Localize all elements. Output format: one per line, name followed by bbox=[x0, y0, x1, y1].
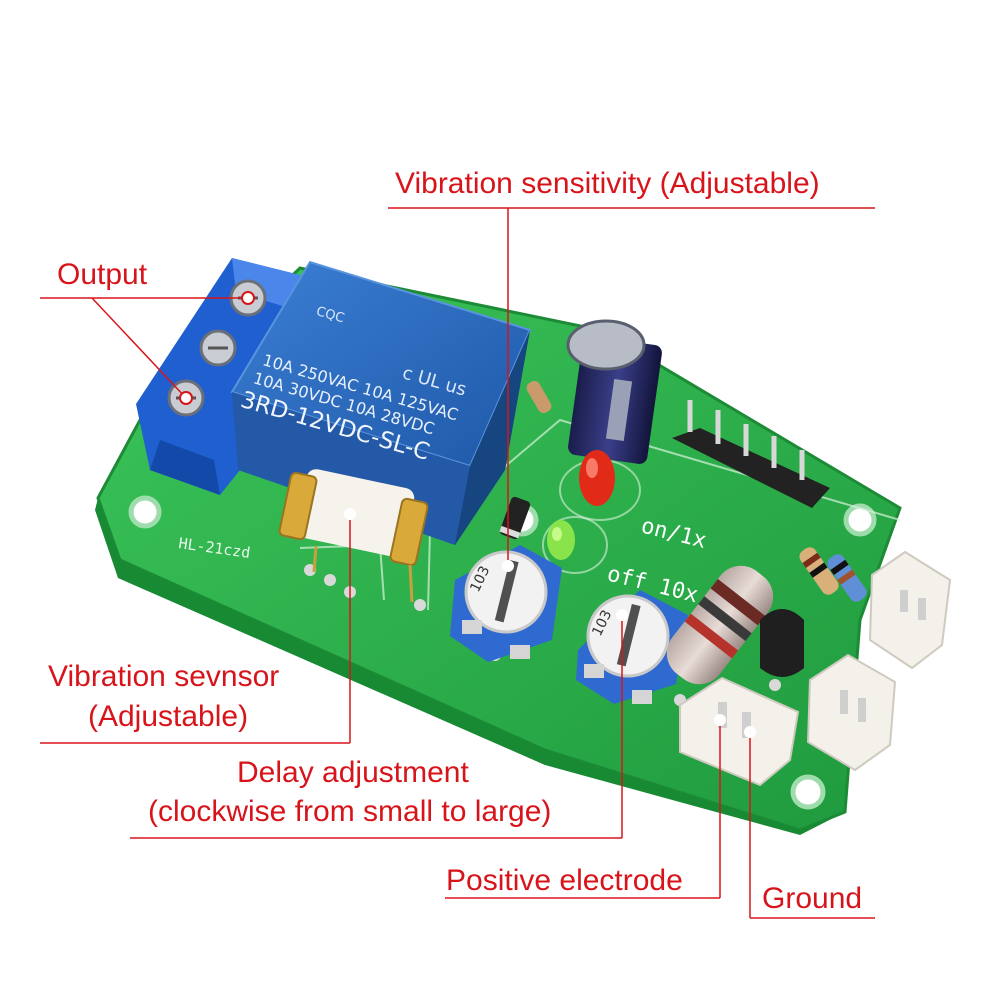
sensitivity-potentiometer: 103 bbox=[450, 545, 562, 662]
label-positive-electrode: Positive electrode bbox=[446, 864, 683, 897]
transistor bbox=[760, 609, 804, 677]
label-delay-line2: (clockwise from small to large) bbox=[148, 795, 552, 828]
pin-header bbox=[672, 400, 830, 508]
mounting-hole bbox=[843, 503, 877, 537]
connector-right-upper bbox=[868, 550, 952, 670]
mounting-hole bbox=[790, 774, 826, 810]
green-led bbox=[547, 520, 575, 560]
label-vibration-sensor-line2: (Adjustable) bbox=[88, 700, 249, 733]
callout-marker bbox=[714, 714, 726, 726]
callout-marker bbox=[179, 391, 193, 405]
red-led bbox=[579, 450, 615, 506]
delay-potentiometer: 103 bbox=[576, 590, 688, 704]
relay: CQC c UL us 10A 250VAC 10A 125VAC 10A 30… bbox=[230, 260, 532, 545]
label-output: Output bbox=[57, 258, 148, 291]
label-delay-line1: Delay adjustment bbox=[237, 756, 469, 789]
small-resistor bbox=[526, 380, 552, 414]
small-resistor bbox=[827, 554, 867, 602]
power-resistor bbox=[666, 565, 774, 685]
small-resistor bbox=[799, 547, 839, 595]
label-vibration-sensor-line1: Vibration sevnsor bbox=[48, 660, 280, 693]
callout-lines bbox=[40, 207, 875, 919]
screw-icon bbox=[199, 329, 237, 367]
connector-right-lower bbox=[806, 653, 897, 772]
callout-marker bbox=[502, 560, 514, 572]
label-vibration-sensitivity: Vibration sensitivity (Adjustable) bbox=[395, 167, 820, 200]
mounting-hole bbox=[128, 495, 162, 529]
capacitor bbox=[566, 319, 662, 464]
callout-marker bbox=[744, 726, 756, 738]
callout-marker bbox=[616, 609, 628, 621]
callout-marker bbox=[241, 291, 255, 305]
callout-marker bbox=[344, 508, 356, 520]
label-ground: Ground bbox=[762, 882, 863, 915]
